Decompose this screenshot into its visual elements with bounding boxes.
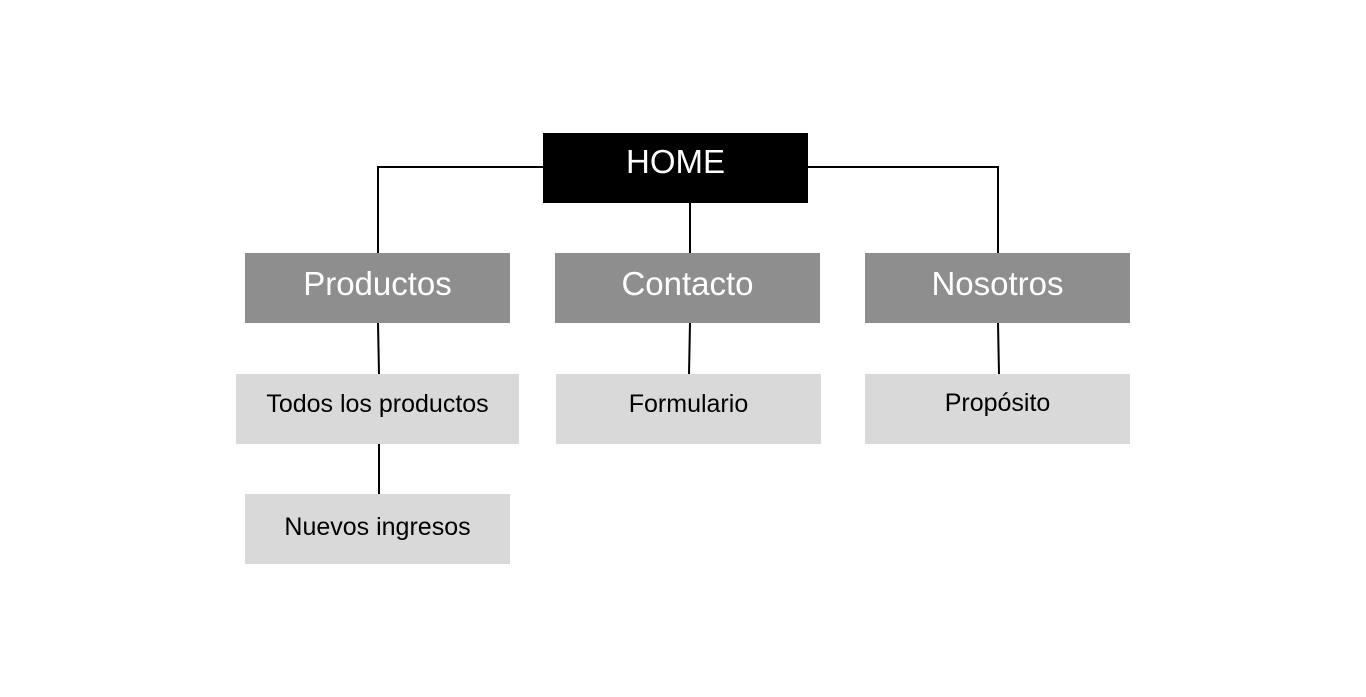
nosotros-node: Nosotros: [865, 253, 1130, 323]
productos-node: Productos: [245, 253, 510, 323]
contacto-label: Contacto: [621, 265, 754, 302]
productos-label: Productos: [303, 265, 452, 302]
nosotros-label: Nosotros: [931, 265, 1064, 302]
proposito-node: Propósito: [865, 374, 1130, 444]
todos-los-productos-node: Todos los productos: [236, 374, 519, 444]
nuevos-ingresos-label: Nuevos ingresos: [284, 512, 471, 541]
connector-contacto-formulario: [688, 322, 691, 375]
contacto-node: Contacto: [555, 253, 820, 323]
todos-los-productos-label: Todos los productos: [266, 389, 489, 418]
formulario-label: Formulario: [628, 389, 749, 418]
formulario-node: Formulario: [556, 374, 821, 444]
home-node: HOME: [543, 133, 808, 203]
connector-productos-todos: [377, 322, 380, 375]
nuevos-ingresos-node: Nuevos ingresos: [245, 494, 510, 564]
home-label: HOME: [626, 143, 725, 180]
proposito-label: Propósito: [944, 388, 1051, 417]
connector-nosotros-proposito: [997, 322, 1000, 375]
